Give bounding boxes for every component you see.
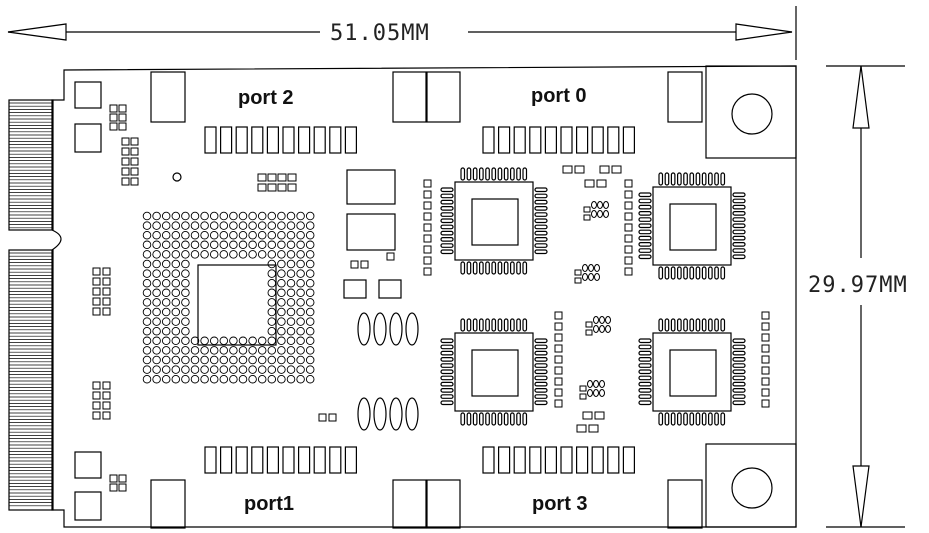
width-dimension [7, 6, 797, 60]
port-label-3: port 3 [532, 493, 588, 515]
port-label-2: port 2 [238, 87, 294, 109]
mounting-hole-bottom [705, 443, 797, 528]
bga-chip [142, 211, 315, 384]
edge-connector [8, 99, 54, 511]
height-dimension [826, 65, 905, 528]
mounting-hole-top [705, 65, 797, 159]
port-label-1: port1 [244, 493, 294, 515]
height-label: 29.97MM [808, 273, 908, 298]
board-outline [51, 65, 797, 528]
width-label: 51.05MM [330, 21, 430, 46]
port-label-0: port 0 [531, 85, 587, 107]
